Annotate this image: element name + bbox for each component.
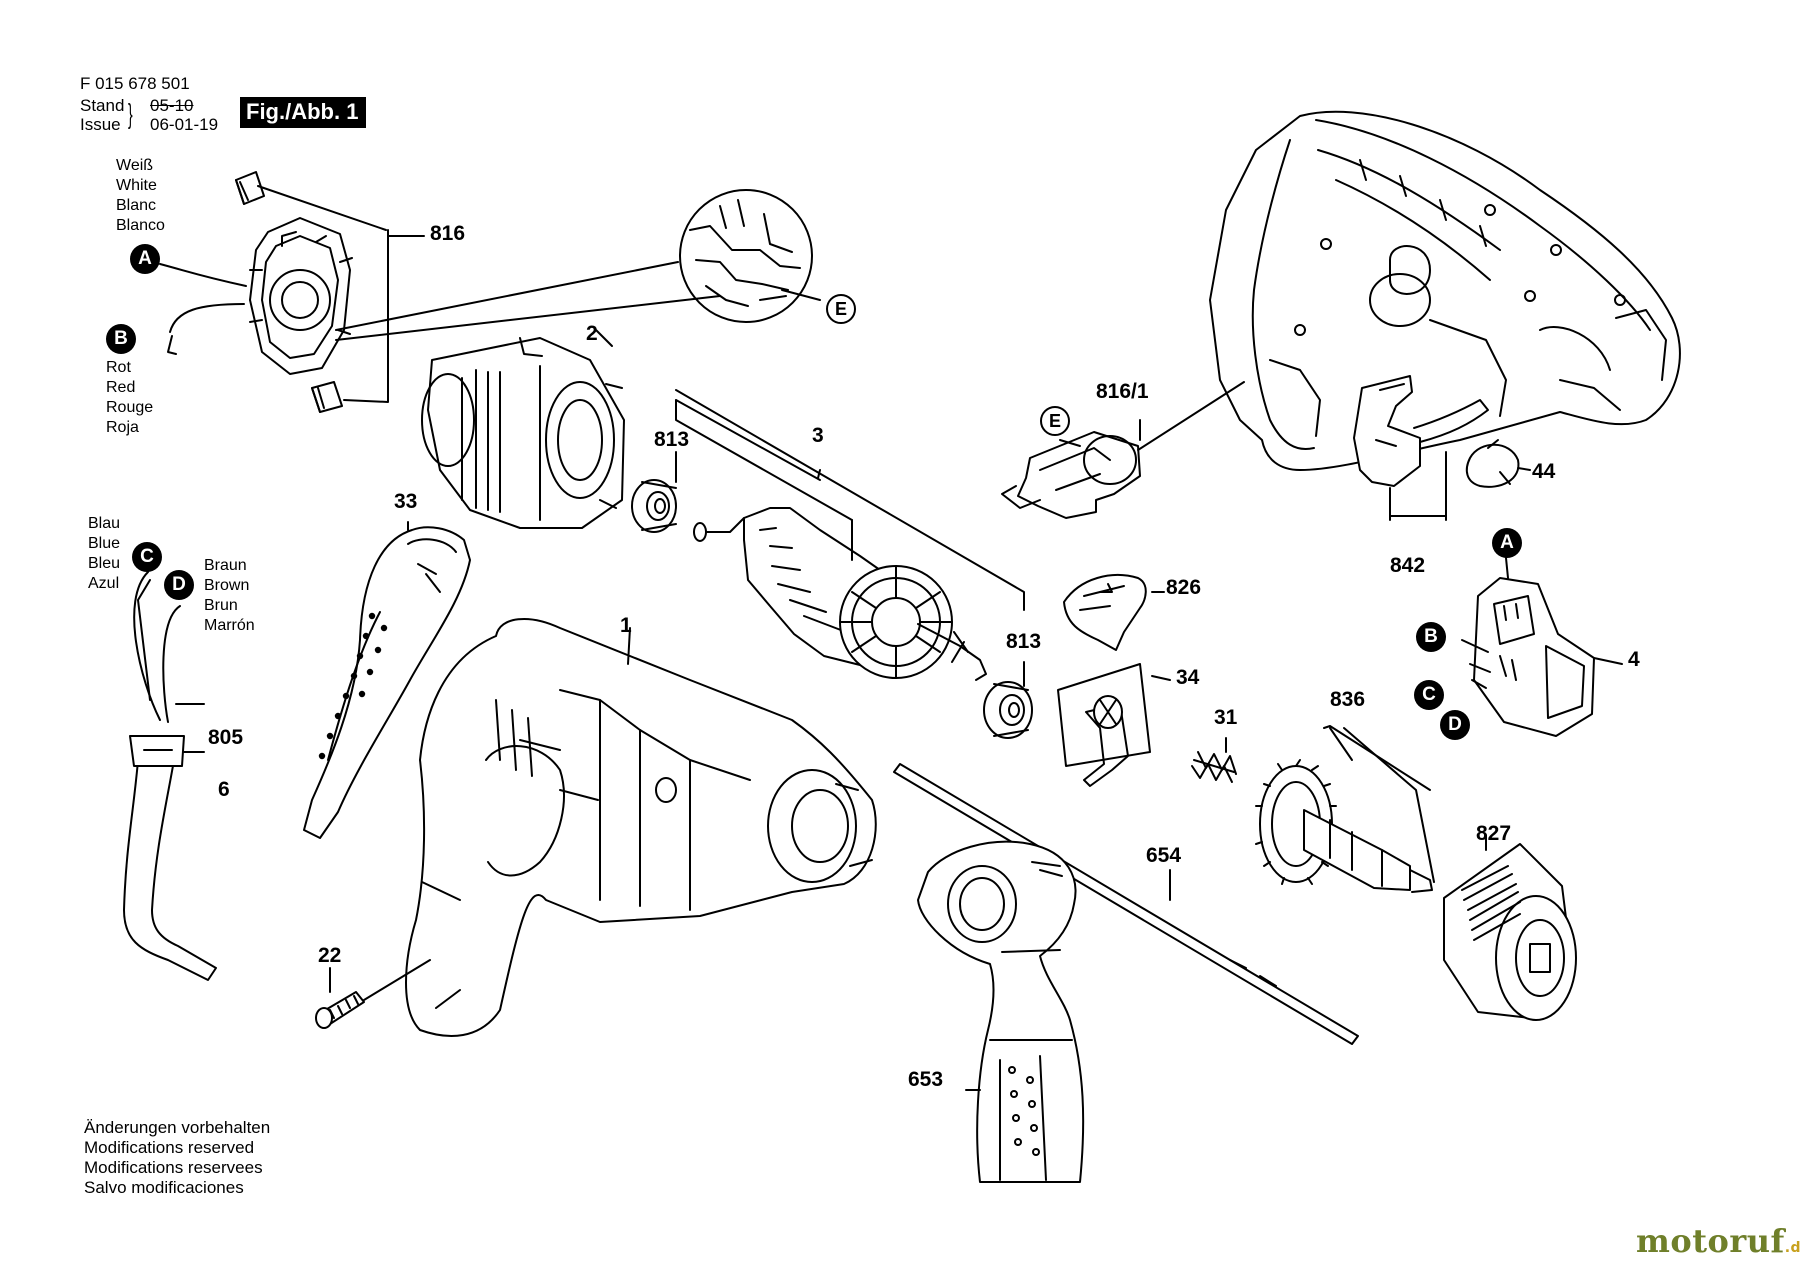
switch-4-drawing [1461, 557, 1623, 737]
armature-3-drawing [675, 389, 1025, 681]
marker-b-switch-side: B [1416, 622, 1446, 652]
aux-handle-653-drawing [917, 840, 1085, 1183]
part-number-31: 31 [1214, 706, 1238, 729]
brush-holder-816-1-drawing [1001, 381, 1245, 519]
marker-e-detail: E [826, 294, 856, 324]
part-number-805: 805 [208, 726, 244, 749]
white-wire-label-de: Weiß [116, 157, 154, 174]
blue-wire-label-es: Azul [88, 575, 120, 592]
marker-b-cord-side: B [106, 324, 136, 354]
spring-31-drawing [1191, 737, 1237, 783]
slider-826-drawing [1063, 574, 1165, 651]
switch-plate-34-drawing [1057, 663, 1171, 787]
marker-a-cord-side: A [130, 244, 160, 274]
part-number-827: 827 [1476, 822, 1512, 845]
part-number-3: 3 [812, 424, 824, 447]
red-wire-label-en: Red [106, 379, 136, 396]
part-number-6: 6 [218, 778, 230, 801]
bearing-813-a-drawing [631, 451, 677, 533]
part-number-2: 2 [586, 322, 598, 345]
brown-wire-label-es: Marrón [204, 617, 255, 634]
part-number-44: 44 [1532, 460, 1556, 483]
part-number-816-1: 816/1 [1096, 380, 1149, 403]
marker-a-switch-side: A [1492, 528, 1522, 558]
brown-wire-label-en: Brown [204, 577, 250, 594]
part-number-836: 836 [1330, 688, 1366, 711]
latch-842-drawing [1353, 375, 1531, 521]
blue-wire-label-fr: Bleu [88, 555, 121, 572]
part-number-1: 1 [620, 614, 632, 637]
blue-wire-label-de: Blau [88, 515, 121, 532]
logo-suffix-text: .de [1784, 1240, 1800, 1256]
part-number-813-a: 813 [654, 428, 690, 451]
red-wire-label-de: Rot [106, 359, 131, 376]
part-number-816: 816 [430, 222, 466, 245]
bearing-813-b-drawing [983, 661, 1033, 739]
part-number-33: 33 [394, 490, 418, 513]
part-number-813-b: 813 [1006, 630, 1042, 653]
stator-2-drawing [421, 329, 625, 529]
marker-c-switch-side: C [1414, 680, 1444, 710]
figure-label: Fig./Abb. 1 [240, 97, 367, 128]
marker-d-cord-side: D [164, 570, 194, 600]
blue-wire-label-en: Blue [88, 535, 121, 552]
part-number-22: 22 [318, 944, 342, 967]
disclaimer-es: Salvo modificaciones [84, 1178, 244, 1197]
cover-33-drawing [303, 521, 471, 839]
detail-e-loupe-drawing [335, 189, 821, 341]
white-wire-label-en: White [116, 177, 157, 194]
logo-main-text: motoruf [1636, 1222, 1785, 1260]
red-wire-label-es: Roja [106, 419, 139, 436]
disclaimer-de: Änderungen vorbehalten [84, 1118, 271, 1137]
white-wire-label-es: Blanco [116, 217, 165, 234]
gear-spindle-836-drawing [1255, 725, 1435, 893]
marker-e-bracket: E [1040, 406, 1070, 436]
issue-label: Issue [80, 115, 121, 134]
depth-rod-654-drawing [893, 763, 1359, 1045]
issue-date: 06-01-19 [150, 115, 219, 134]
part-number-826: 826 [1166, 576, 1202, 599]
brush-holder-816-drawing [159, 171, 425, 413]
red-wire-label-fr: Rouge [106, 399, 154, 416]
part-number-653: 653 [908, 1068, 944, 1091]
chuck-827-drawing [1443, 835, 1577, 1021]
brace-glyph: } [128, 98, 133, 129]
disclaimer-fr: Modifications reservees [84, 1158, 263, 1177]
part-number-654: 654 [1146, 844, 1182, 867]
brown-wire-label-fr: Brun [204, 597, 238, 614]
housing-half-drawing [1209, 110, 1681, 471]
doc-number: F 015 678 501 [80, 74, 190, 93]
housing-1-drawing [405, 618, 877, 1037]
stand-label: Stand [80, 96, 125, 115]
power-cord-805-drawing [123, 571, 217, 981]
marker-c-cord-side: C [132, 542, 162, 572]
screw-22-drawing [315, 959, 431, 1029]
part-number-842: 842 [1390, 554, 1426, 577]
stand-date: 05-10 [150, 96, 194, 115]
marker-d-switch-side: D [1440, 710, 1470, 740]
brown-wire-label-de: Braun [204, 557, 247, 574]
part-number-4: 4 [1628, 648, 1640, 671]
disclaimer-en: Modifications reserved [84, 1138, 255, 1157]
white-wire-label-fr: Blanc [116, 197, 157, 214]
part-number-34: 34 [1176, 666, 1200, 689]
site-logo[interactable]: motoruf.de [1636, 1222, 1800, 1260]
